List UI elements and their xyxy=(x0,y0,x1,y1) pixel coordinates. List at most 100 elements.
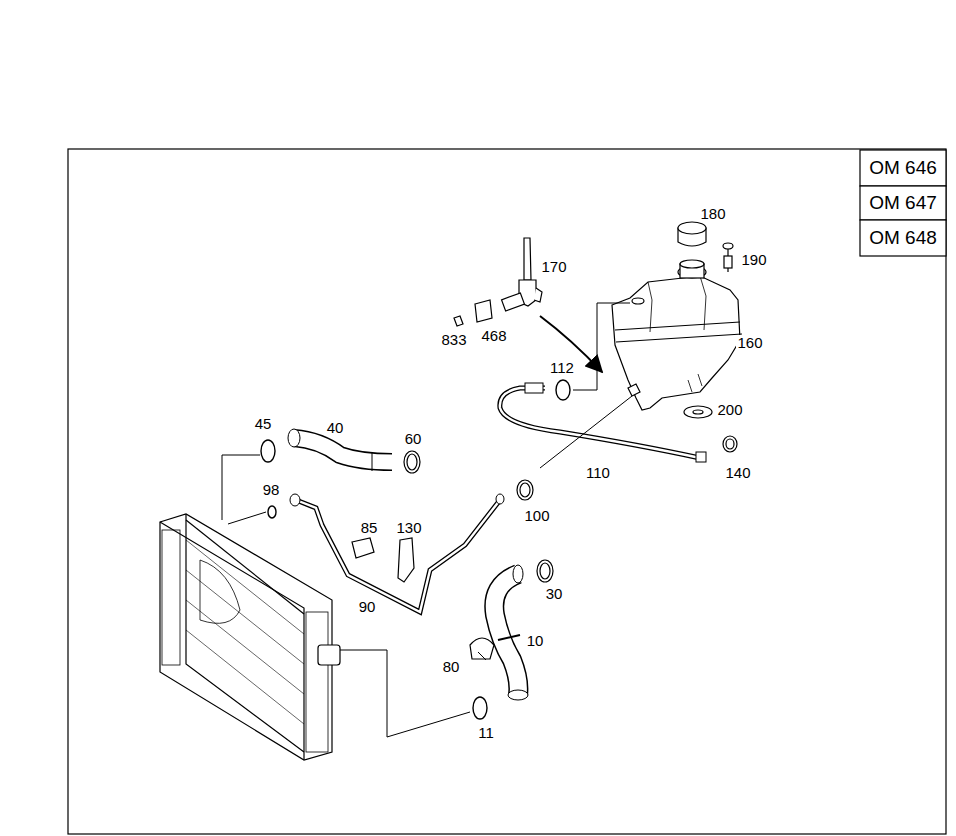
o-rings-part xyxy=(556,380,570,400)
callout-number: 100 xyxy=(523,508,550,525)
cap-and-screw-part xyxy=(684,406,712,418)
o-rings xyxy=(261,380,570,719)
leader-lines-part xyxy=(540,396,632,468)
callout-number: 180 xyxy=(699,206,726,223)
level-sensor-part xyxy=(534,288,542,302)
pipe-90 xyxy=(290,494,504,612)
cap-and-screw-part xyxy=(693,410,703,414)
expansion-tank-part xyxy=(632,298,644,304)
level-sensor-part xyxy=(502,293,525,311)
leader-lines-part xyxy=(228,512,266,524)
o-rings-part xyxy=(261,440,275,462)
clamps-part xyxy=(540,563,550,579)
o-rings-part xyxy=(268,506,276,518)
hose-40-part xyxy=(372,452,373,471)
cap-and-screw-part xyxy=(723,243,733,249)
radiator-part xyxy=(186,520,304,614)
frame-part xyxy=(860,186,946,220)
callout-number: 45 xyxy=(254,416,273,433)
callout-number: 60 xyxy=(404,431,423,448)
engine-code: OM 647 xyxy=(869,193,937,214)
frame-part xyxy=(860,150,946,186)
hose-10 xyxy=(494,565,528,700)
callout-number: 40 xyxy=(326,420,345,437)
callout-number: 190 xyxy=(740,252,767,269)
pipe-90-part xyxy=(290,494,300,506)
radiator-part xyxy=(186,600,304,694)
pipe-90-part xyxy=(496,494,504,504)
pipe-90-part xyxy=(296,500,500,612)
radiator-part xyxy=(306,612,328,752)
callout-number: 112 xyxy=(549,360,575,377)
clamps xyxy=(352,436,737,659)
leader-lines-part xyxy=(340,650,470,737)
o-rings-part xyxy=(473,697,487,719)
hose-110-part xyxy=(500,388,700,458)
engine-code: OM 646 xyxy=(869,158,937,179)
callout-number: 110 xyxy=(585,465,611,482)
callout-number: 85 xyxy=(360,520,379,537)
hose-110-part xyxy=(696,452,706,462)
radiator-part xyxy=(160,522,304,760)
callout-number: 30 xyxy=(545,586,564,603)
cap-and-screw-part xyxy=(724,256,732,268)
cap-and-screw-part xyxy=(678,222,706,234)
radiator-part xyxy=(186,630,304,724)
frame-part xyxy=(68,149,946,834)
clamps-part xyxy=(352,538,374,558)
expansion-tank-part xyxy=(648,276,706,332)
callout-number: 80 xyxy=(442,659,461,676)
pipe-90-part xyxy=(296,500,500,612)
radiator-part xyxy=(200,560,240,623)
cap-and-screw xyxy=(678,222,733,418)
expansion-tank xyxy=(612,260,742,410)
radiator-part xyxy=(160,514,332,760)
leader-lines-part xyxy=(478,652,486,660)
frame xyxy=(68,149,946,834)
clamps-part xyxy=(407,454,417,470)
hose-10-part xyxy=(508,690,528,700)
radiator-part xyxy=(162,530,180,665)
callout-number: 11 xyxy=(477,725,495,742)
callout-number: 160 xyxy=(736,335,763,352)
callout-number: 140 xyxy=(724,465,751,482)
expansion-tank-part xyxy=(616,334,742,342)
hose-10-part xyxy=(498,635,520,640)
leader-lines-part xyxy=(573,303,630,390)
callout-number: 130 xyxy=(395,520,422,537)
clamps-part xyxy=(520,483,530,497)
radiator-part xyxy=(186,570,304,664)
callout-number: 98 xyxy=(262,482,281,499)
hose-110 xyxy=(500,383,706,462)
callout-number: 200 xyxy=(716,402,743,419)
engine-code: OM 648 xyxy=(869,228,937,249)
callout-number: 833 xyxy=(440,332,467,349)
clamps-part xyxy=(537,560,553,582)
callout-number: 10 xyxy=(526,633,545,650)
hose-110-part xyxy=(525,383,543,393)
level-sensor-part xyxy=(454,316,463,326)
clamps-part xyxy=(398,538,414,582)
clamps-part xyxy=(726,439,734,449)
hose-10-part xyxy=(494,574,518,695)
radiator-part xyxy=(318,645,340,665)
hose-40-part xyxy=(294,438,392,462)
expansion-tank-part xyxy=(628,384,640,396)
leader-lines xyxy=(222,303,632,737)
clamps-part xyxy=(723,436,737,452)
hose-110-part xyxy=(500,388,700,458)
callout-number: 90 xyxy=(358,599,377,616)
expansion-tank-part xyxy=(612,276,740,410)
radiator-part xyxy=(186,514,304,752)
clamps-part xyxy=(470,638,494,659)
radiator xyxy=(160,514,340,760)
hose-40-part xyxy=(294,438,392,462)
radiator-part xyxy=(186,540,304,634)
clamps-part xyxy=(517,480,533,500)
callout-number: 468 xyxy=(480,328,507,345)
hose-10-part xyxy=(494,574,518,695)
level-sensor-part xyxy=(475,300,492,322)
frame-part xyxy=(860,220,946,256)
level-sensor-part xyxy=(524,238,531,280)
